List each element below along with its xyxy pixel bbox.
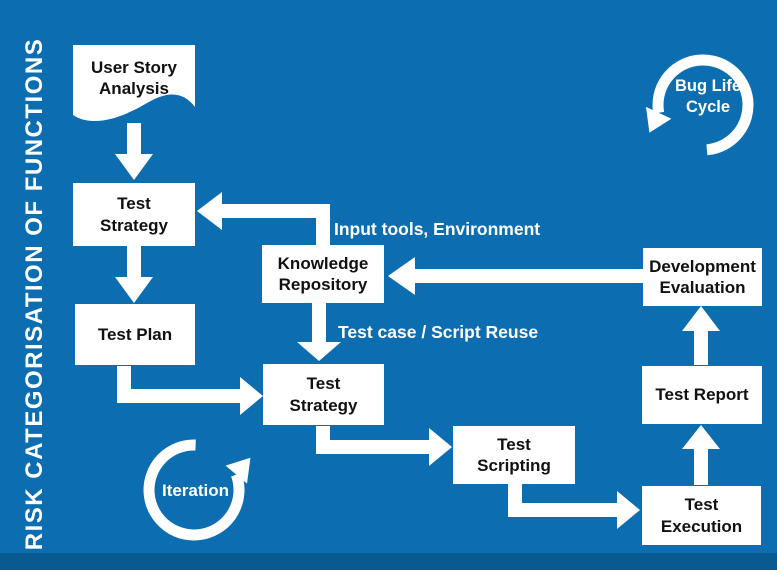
edge-label-script-reuse: Test case / Script Reuse <box>338 322 539 342</box>
arrow-testscripting-to-testexecution <box>508 484 640 529</box>
arrow-teststrategy1-to-testplan <box>115 246 153 303</box>
arrow-testplan-to-teststrategy2 <box>117 366 263 415</box>
node-test-execution: Test Execution <box>642 486 761 545</box>
iteration-label: Iteration <box>161 481 230 500</box>
iteration-loop-icon <box>143 439 251 541</box>
arrow-userstory-to-teststrategy1 <box>115 123 153 180</box>
arrow-testexecution-to-testreport <box>682 425 720 485</box>
bottom-border-strip <box>0 553 777 570</box>
arrow-knowledge-to-teststrategy1 <box>197 192 330 245</box>
node-test-strategy-1: Test Strategy <box>73 183 195 246</box>
node-test-scripting: Test Scripting <box>453 426 575 484</box>
node-knowledge-repository: Knowledge Repository <box>262 245 384 303</box>
bug-life-cycle-label: Bug Life Cycle <box>674 77 741 116</box>
node-test-strategy-2: Test Strategy <box>263 364 384 425</box>
arrow-teststrategy2-to-testscripting <box>316 426 452 466</box>
arrow-testreport-to-development <box>682 306 720 365</box>
document-shape-icon <box>73 45 195 122</box>
node-test-report: Test Report <box>642 366 762 424</box>
edge-label-input-tools: Input tools, Environment <box>334 219 541 239</box>
node-user-story-analysis: User Story Analysis <box>73 45 195 125</box>
node-test-plan: Test Plan <box>75 304 195 365</box>
bug-life-cycle-loop-icon <box>646 54 754 156</box>
node-development-evaluation: Development Evaluation <box>643 248 762 306</box>
arrow-knowledge-to-teststrategy2 <box>297 303 341 361</box>
node-label: User Story Analysis <box>91 58 177 99</box>
arrow-development-to-knowledge <box>388 257 643 295</box>
